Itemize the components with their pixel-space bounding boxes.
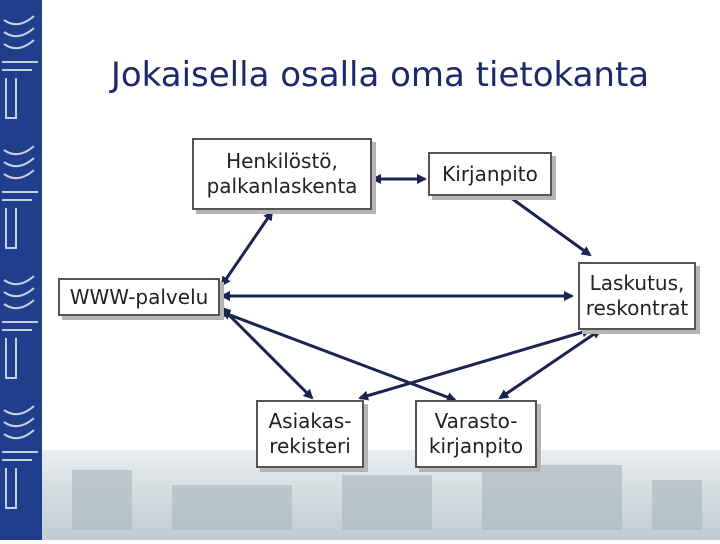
node-laskutus: Laskutus, reskontrat bbox=[578, 262, 696, 330]
arrow-laskutus-asiakas bbox=[358, 327, 592, 401]
node-www-line1: WWW-palvelu bbox=[69, 284, 209, 309]
node-asiakas: Asiakas- rekisteri bbox=[256, 400, 364, 468]
node-laskutus-line2: reskontrat bbox=[585, 296, 689, 320]
node-varasto-line2: kirjanpito bbox=[428, 434, 524, 458]
arrow-kirjanpito-laskutus bbox=[498, 188, 592, 257]
node-henkilosto: Henkilöstö, palkanlaskenta bbox=[192, 138, 372, 210]
node-asiakas-line2: rekisteri bbox=[269, 434, 351, 458]
node-varasto: Varasto- kirjanpito bbox=[415, 400, 537, 468]
node-laskutus-line1: Laskutus, bbox=[589, 271, 685, 295]
node-henkilosto-line1: Henkilöstö, bbox=[226, 149, 338, 173]
node-www: WWW-palvelu bbox=[58, 278, 220, 316]
node-henkilosto-line2: palkanlaskenta bbox=[206, 174, 358, 198]
arrow-laskutus-varasto bbox=[498, 328, 602, 400]
arrow-www-asiakas bbox=[220, 306, 314, 400]
node-kirjanpito-line1: Kirjanpito bbox=[442, 161, 538, 186]
arrow-henkilosto-www bbox=[220, 210, 274, 287]
node-kirjanpito: Kirjanpito bbox=[428, 152, 552, 196]
node-varasto-line1: Varasto- bbox=[434, 409, 518, 433]
node-asiakas-line1: Asiakas- bbox=[268, 409, 352, 433]
building-background bbox=[42, 450, 720, 540]
slide-title: Jokaisella osalla oma tietokanta bbox=[110, 55, 650, 95]
arrow-www-varasto bbox=[220, 310, 457, 402]
sidebar-decoration bbox=[0, 0, 42, 540]
torch-logo-strip bbox=[2, 15, 38, 509]
